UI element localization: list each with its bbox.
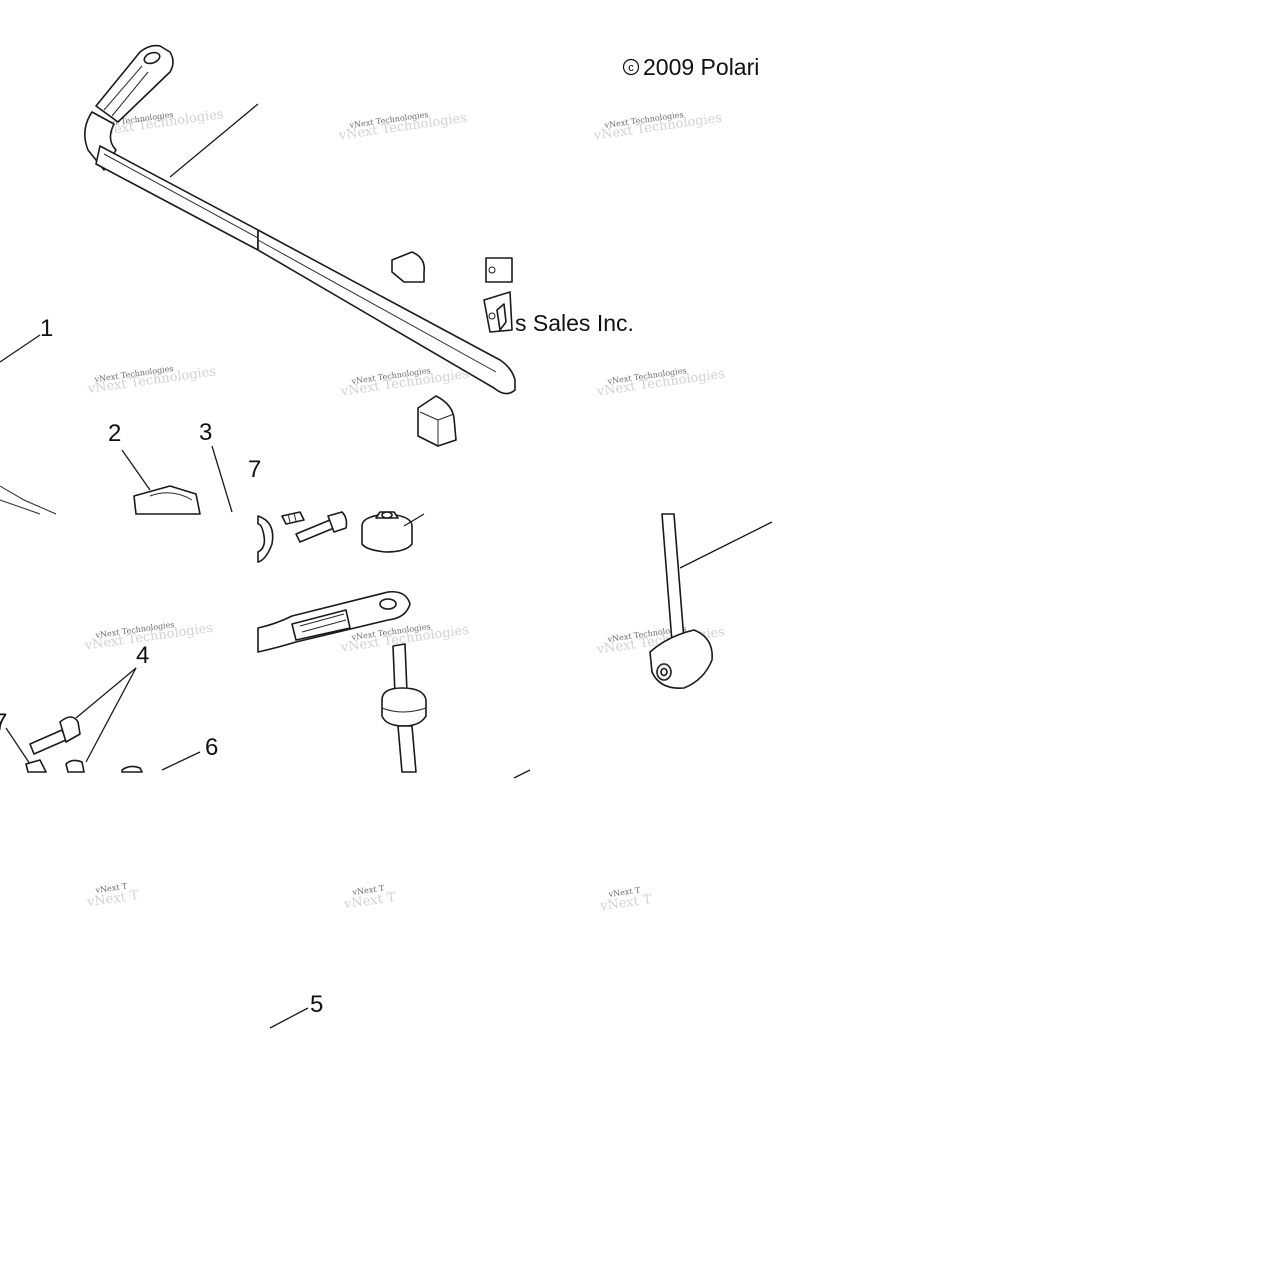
watermark-shadow: vNext T <box>342 890 397 912</box>
copyright-symbol: c <box>628 62 634 74</box>
part-6 <box>121 751 201 773</box>
end-link-vertical <box>381 643 427 773</box>
bolt-upper <box>295 511 348 543</box>
bushing-upper <box>391 251 513 333</box>
leader-1 <box>0 334 41 363</box>
end-link-right <box>649 513 773 689</box>
leader-line <box>513 769 531 779</box>
missing-tiles <box>258 0 516 102</box>
callout-4: 4 <box>136 642 149 669</box>
leader-line <box>169 103 259 178</box>
bar-end-link <box>95 44 174 123</box>
callout-3: 3 <box>199 419 212 446</box>
bar-end-hole <box>143 51 161 65</box>
callout-2: 2 <box>108 420 121 447</box>
callout-7-lower: 7 <box>0 709 7 736</box>
callout-6: 6 <box>205 734 218 761</box>
callout-1: 1 <box>40 315 53 342</box>
copyright-line-1: 2009 Polari <box>643 54 759 80</box>
bolt-4 <box>29 667 137 773</box>
link-arm-mid <box>257 590 411 653</box>
callout-5: 5 <box>310 991 323 1018</box>
bar-fragment-left <box>0 485 57 515</box>
bushing-round <box>361 511 425 553</box>
copyright-line-2: s Sales Inc. <box>515 310 634 336</box>
watermark-shadow: vNext T <box>85 888 140 910</box>
washer-ring <box>257 515 274 563</box>
bar-section-a <box>95 145 259 251</box>
copyright-notice: c 2009 Polari s Sales Inc. <box>515 54 759 336</box>
nut-7-lower <box>5 727 47 773</box>
callout-labels: 1 2 3 7 4 7 6 5 <box>0 315 323 1018</box>
watermark-shadow: vNext T <box>598 892 653 914</box>
clamp-part-2 <box>121 449 201 515</box>
copyright-icon <box>622 58 640 76</box>
leader-3 <box>211 445 233 513</box>
stabilizer-bar <box>84 44 516 395</box>
bushing-lower <box>417 395 457 447</box>
callout-7: 7 <box>248 456 261 483</box>
nut-small <box>281 511 305 525</box>
leader-5 <box>269 1007 309 1029</box>
